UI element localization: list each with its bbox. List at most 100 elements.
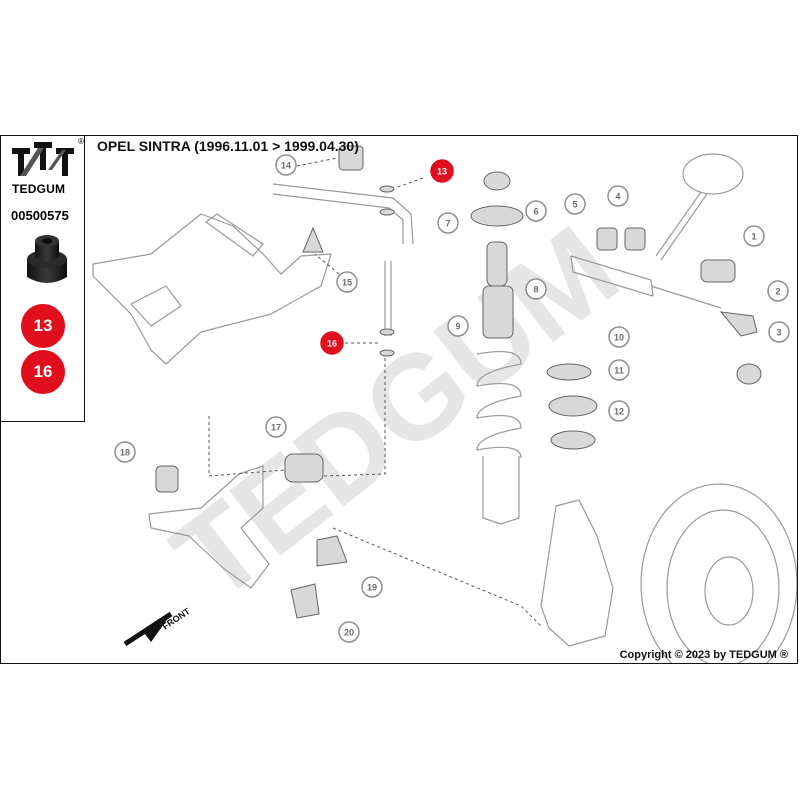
- callout-label: 13: [437, 166, 447, 176]
- part-19-ball-joint-boot: [316, 535, 348, 567]
- callout-label: 17: [271, 422, 281, 432]
- callout-2[interactable]: 2: [767, 280, 789, 302]
- callout-label: 16: [327, 338, 337, 348]
- callout-12[interactable]: 12: [608, 400, 630, 422]
- callout-18[interactable]: 18: [114, 441, 136, 463]
- steering-wheel: [682, 153, 744, 195]
- subframe-arm: [130, 213, 264, 327]
- part-8-bump-stop: [486, 241, 508, 287]
- steering-column: [655, 191, 708, 261]
- part-12-spring-seat: [550, 430, 596, 450]
- callout-circle: [437, 212, 459, 234]
- callout-10[interactable]: 10: [608, 326, 630, 348]
- callout-label: 7: [445, 218, 450, 228]
- part-2-tie-rod-end: [719, 311, 758, 337]
- part-11-bearing: [548, 395, 598, 417]
- callout-label: 19: [367, 582, 377, 592]
- callout-label: 8: [533, 284, 538, 294]
- leader-17: [208, 416, 286, 477]
- callout-circle: [320, 331, 344, 355]
- part-number: 00500575: [11, 208, 69, 223]
- callout-label: 15: [342, 277, 352, 287]
- part-20-ball-joint: [290, 583, 320, 619]
- callout-label: 18: [120, 447, 130, 457]
- callout-circle: [608, 400, 630, 422]
- callout-circle: [361, 576, 383, 598]
- callout-circle: [767, 280, 789, 302]
- callout-label: 14: [281, 160, 291, 170]
- callout-circle: [608, 359, 630, 381]
- part-9-dust-boot: [482, 285, 514, 339]
- callout-20[interactable]: 20: [338, 621, 360, 643]
- callout-7[interactable]: 7: [437, 212, 459, 234]
- callout-9[interactable]: 9: [447, 315, 469, 337]
- callout-label: 3: [776, 327, 781, 337]
- subframe-outline: [92, 213, 332, 365]
- part-3-dust-cap: [736, 363, 762, 385]
- part-1-rack-boot: [700, 259, 736, 283]
- leader-13: [394, 177, 424, 189]
- part-16-washer-top: [379, 328, 395, 336]
- copyright-text: Copyright © 2023 by TEDGUM ®: [619, 649, 788, 661]
- part-14-bush: [338, 145, 364, 171]
- suspension-exploded-diagram: TEDGUM: [92, 145, 797, 663]
- callout-13[interactable]: 13: [430, 159, 454, 183]
- registered-mark: ®: [78, 137, 84, 146]
- part-5-rack-bush: [596, 227, 618, 251]
- callout-circle: [768, 321, 790, 343]
- tedgum-logo-icon: [12, 142, 74, 176]
- callout-circle: [114, 441, 136, 463]
- callout-label: 12: [614, 406, 624, 416]
- callout-label: 9: [455, 321, 460, 331]
- callout-label: 4: [615, 191, 620, 201]
- rim-hub: [704, 556, 754, 626]
- callout-19[interactable]: 19: [361, 576, 383, 598]
- callout-3[interactable]: 3: [768, 321, 790, 343]
- brand-name: TEDGUM: [12, 182, 66, 196]
- callout-5[interactable]: 5: [564, 193, 586, 215]
- callout-circle: [430, 159, 454, 183]
- callout-circle: [743, 225, 765, 247]
- vehicle-title: OPEL SINTRA (1996.11.01 > 1999.04.30): [97, 138, 359, 154]
- callout-circle: [525, 200, 547, 222]
- catalog-frame: TEDGUM: [0, 135, 798, 664]
- part-13-washer-top: [379, 185, 395, 193]
- callout-label: 2: [775, 286, 780, 296]
- callout-label: 5: [572, 199, 577, 209]
- callout-label: 11: [614, 365, 624, 375]
- part-13-washer-bottom: [379, 208, 395, 216]
- highlight-badge-13[interactable]: 13: [21, 304, 65, 348]
- part-10-spring-seat: [546, 363, 592, 381]
- callout-circle: [336, 271, 358, 293]
- callout-label: 6: [533, 206, 538, 216]
- front-arrow: FRONT: [123, 606, 192, 647]
- callout-15[interactable]: 15: [336, 271, 358, 293]
- product-bushing-image: [27, 235, 67, 283]
- steering-rack: [570, 255, 722, 309]
- callout-label: 20: [344, 627, 354, 637]
- callout-circle: [607, 185, 629, 207]
- steering-knuckle: [540, 499, 614, 647]
- callout-6[interactable]: 6: [525, 200, 547, 222]
- part-16-washer-bottom: [379, 349, 395, 357]
- leader-15: [314, 253, 340, 275]
- callout-circle: [608, 326, 630, 348]
- tyre-inner: [666, 509, 780, 663]
- callout-4[interactable]: 4: [607, 185, 629, 207]
- callout-11[interactable]: 11: [608, 359, 630, 381]
- callout-circle: [275, 154, 297, 176]
- highlight-badge-16[interactable]: 16: [21, 350, 65, 394]
- stabilizer-bar: [272, 183, 414, 245]
- callout-1[interactable]: 1: [743, 225, 765, 247]
- callout-14[interactable]: 14: [275, 154, 297, 176]
- part-18-arm-bush: [155, 465, 179, 493]
- part-17-arm-bush: [284, 453, 324, 483]
- callout-17[interactable]: 17: [265, 416, 287, 438]
- callout-8[interactable]: 8: [525, 278, 547, 300]
- lower-control-arm: [148, 465, 270, 589]
- callout-16[interactable]: 16: [320, 331, 344, 355]
- part-sidebar: ® TEDGUM 00500575 13 16: [1, 136, 85, 422]
- leader-stud: [322, 358, 386, 477]
- stabilizer-link-stud: [384, 261, 392, 336]
